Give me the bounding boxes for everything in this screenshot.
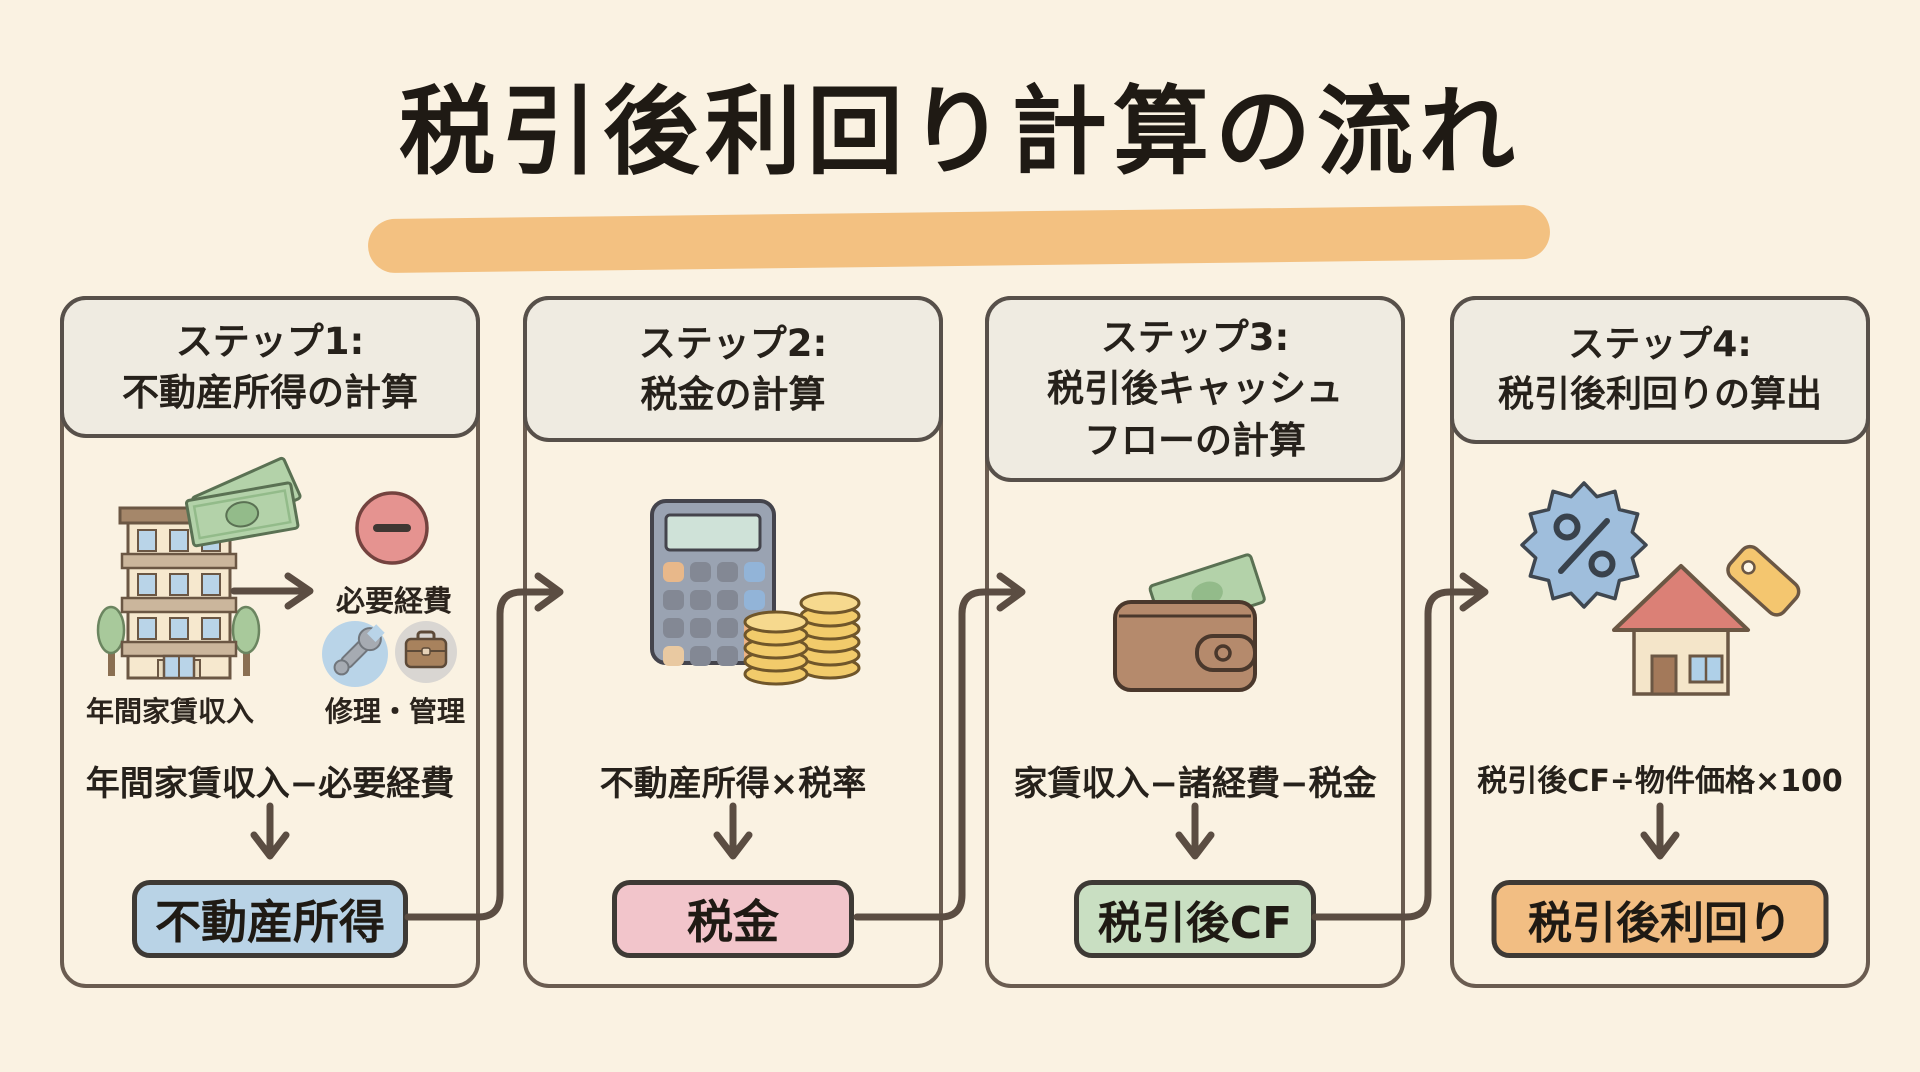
- percent-seal-icon: [1520, 481, 1648, 609]
- title-highlight-stroke: [367, 204, 1551, 274]
- page-header: 税引後利回り計算の流れ: [0, 48, 1920, 274]
- step-2-header-line1: ステップ2:: [638, 321, 828, 365]
- label-necessary-expenses: 必要経費: [335, 584, 452, 618]
- step-3-header: ステップ3: 税引後キャッシュ フローの計算: [985, 296, 1405, 482]
- coin-stack-left: [743, 610, 809, 686]
- step-4-header-line2: 税引後利回りの算出: [1497, 374, 1822, 415]
- step-1-header-line1: ステップ1:: [175, 319, 365, 363]
- step-4-header-line1: ステップ4:: [1568, 324, 1752, 366]
- step-3-formula: 家賃収入−諸経費−税金: [1013, 764, 1377, 804]
- step-4-result-badge: 税引後利回り: [1491, 880, 1829, 958]
- step-3-header-line1: ステップ3:: [1100, 316, 1290, 360]
- briefcase-icon: [395, 621, 457, 683]
- label-annual-rent-income: 年間家賃収入: [85, 695, 254, 728]
- coin-stacks-icon: [743, 591, 861, 686]
- label-repair-management: 修理・管理: [324, 695, 465, 728]
- step-4-formula: 税引後CF÷物件価格×100: [1477, 764, 1843, 799]
- step-4-header: ステップ4: 税引後利回りの算出: [1450, 296, 1870, 444]
- wallet-icon: [1113, 553, 1266, 692]
- step-1-header-line2: 不動産所得の計算: [122, 371, 418, 414]
- step-3-header-line2: 税引後キャッシュ: [1047, 367, 1343, 411]
- step-2-result-badge: 税金: [612, 880, 854, 958]
- page-title: 税引後利回り計算の流れ: [399, 75, 1521, 188]
- step-4-card: ステップ4: 税引後利回りの算出 税引後CF÷物件価格×100 税引後利回り: [1450, 296, 1870, 988]
- step-2-card: ステップ2: 税金の計算: [523, 296, 943, 988]
- step-3-header-line3: フローの計算: [1084, 418, 1306, 462]
- coin-stack-right: [799, 591, 861, 680]
- step-2-header: ステップ2: 税金の計算: [523, 296, 943, 442]
- calculator-icon: [650, 499, 776, 666]
- step-1-result-badge: 不動産所得: [132, 880, 408, 958]
- step-2-formula: 不動産所得×税率: [599, 764, 867, 804]
- wrench-icon: [322, 621, 388, 687]
- step-3-result-badge: 税引後CF: [1074, 880, 1316, 958]
- house-icon: [1612, 564, 1750, 696]
- step-1-card: ステップ1: 不動産所得の計算: [60, 296, 480, 988]
- step-1-header: ステップ1: 不動産所得の計算: [60, 296, 480, 438]
- money-bills-icon: [184, 456, 302, 548]
- price-tag-icon: [1726, 544, 1801, 617]
- step-3-card: ステップ3: 税引後キャッシュ フローの計算 家賃収入−諸経費−税金 税引後CF: [985, 296, 1405, 988]
- step-1-formula: 年間家賃収入−必要経費: [85, 764, 455, 804]
- step-2-header-line2: 税金の計算: [640, 373, 826, 416]
- minus-circle-icon: [355, 491, 429, 565]
